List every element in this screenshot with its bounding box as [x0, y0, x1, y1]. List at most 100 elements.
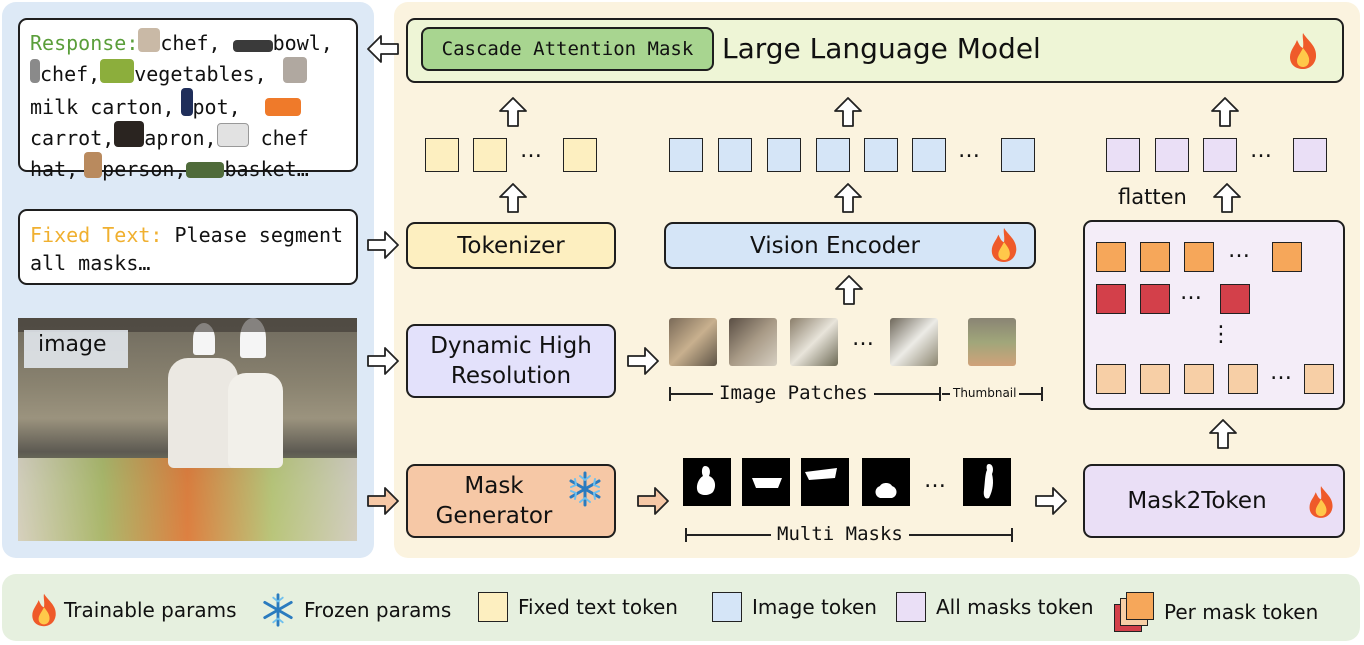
per-mask-token: [1096, 284, 1126, 314]
person-icon: [84, 152, 103, 178]
fire-icon: [1306, 484, 1336, 524]
per-mask-token: [1220, 284, 1250, 314]
arrow-up-icon: [499, 97, 527, 127]
fire-icon: [32, 593, 56, 627]
all-masks-token: [1203, 138, 1237, 172]
response-item: chef: [260, 126, 309, 150]
legend-all-masks-token-label: All masks token: [936, 595, 1094, 619]
dynamic-hr-line2: Resolution: [450, 363, 572, 389]
flatten-label: flatten: [1118, 185, 1187, 209]
legend-per-mask-token-label: Per mask token: [1164, 600, 1319, 624]
fixed-text-token: [563, 138, 597, 172]
image-token: [767, 138, 801, 172]
legend-image-token-label: Image token: [752, 595, 877, 619]
per-mask-token: [1140, 284, 1170, 314]
llm-title: Large Language Model: [722, 32, 1041, 65]
arrow-right-icon: [367, 231, 399, 259]
arrow-right-icon: [637, 487, 669, 515]
multi-masks-bracket-tick: [685, 528, 687, 542]
per-mask-token: [1096, 242, 1126, 272]
legend-trainable-label: Trainable params: [64, 598, 237, 622]
image-patch: [729, 318, 777, 366]
legend-all-masks-token: All masks token: [896, 592, 1094, 622]
vision-encoder-label: Vision Encoder: [750, 232, 920, 259]
fixed-text-line2: all masks…: [30, 251, 151, 275]
arrow-up-icon: [834, 183, 862, 213]
chef-icon: [30, 59, 40, 83]
mask-thumbnail: [683, 458, 731, 506]
stacked-token-icon: [1114, 592, 1158, 632]
arrow-right-icon: [627, 347, 659, 375]
dynamic-high-resolution-box: Dynamic High Resolution: [406, 324, 616, 398]
response-item: hat,: [30, 157, 79, 181]
image-patch: [890, 318, 938, 366]
legend-image-token: Image token: [712, 592, 877, 622]
multi-masks-bracket-tick: [1011, 528, 1013, 542]
all-masks-token: [1155, 138, 1189, 172]
bowl-icon: [232, 40, 273, 52]
response-item: vegetables,: [134, 62, 267, 86]
mask-thumbnail: [862, 458, 910, 506]
response-item: chef,: [40, 62, 101, 86]
input-image: image: [18, 318, 357, 541]
image-patches-label: Image Patches: [713, 382, 874, 404]
snowflake-icon: [263, 593, 293, 627]
fixed-text-label: Fixed Text:: [30, 223, 163, 247]
response-box: Response:chef, bowl, chef,vegetables, mi…: [18, 18, 358, 181]
fixed-text-token: [473, 138, 507, 172]
arrow-up-icon: [1213, 183, 1241, 213]
image-token: [669, 138, 703, 172]
basket-icon: [186, 162, 225, 178]
carrot-icon: [264, 98, 301, 116]
response-item: bowl,: [272, 31, 333, 55]
image-patches-bracket-tick: [669, 387, 671, 401]
dynamic-hr-line1: Dynamic High: [430, 333, 592, 359]
chef-icon: [138, 28, 161, 52]
multi-masks-label: Multi Masks: [771, 523, 909, 545]
response-item: person,: [102, 157, 187, 181]
image-token: [912, 138, 946, 172]
per-mask-token: [1140, 242, 1170, 272]
image-token: [864, 138, 898, 172]
mask-generator-line1: Mask: [464, 473, 524, 499]
ellipsis: …: [924, 468, 946, 493]
legend-swatch: [896, 592, 926, 622]
ellipsis: …: [1180, 280, 1202, 305]
legend-frozen-label: Frozen params: [304, 598, 452, 622]
legend-swatch: [712, 592, 742, 622]
tokenizer-label: Tokenizer: [457, 232, 565, 259]
apron-icon: [114, 121, 145, 147]
mask-thumbnail: [742, 458, 790, 506]
arrow-right-icon: [1035, 487, 1067, 515]
image-token: [1001, 138, 1035, 172]
arrow-right-icon: [367, 347, 399, 375]
cascade-attention-mask-label: Cascade Attention Mask: [441, 38, 694, 60]
legend-per-mask-token: Per mask token: [1114, 592, 1318, 632]
mask2token-label: Mask2Token: [1127, 488, 1267, 514]
response-item: carrot,: [30, 126, 115, 150]
ellipsis: …: [852, 326, 874, 351]
chef-hat-icon: [216, 123, 249, 147]
image-patches-bracket-tick: [939, 387, 941, 401]
thumbnail-patch: [968, 318, 1016, 366]
arrow-right-icon: [367, 487, 399, 515]
thumbnail-label: Thumbnail: [950, 386, 1020, 400]
vision-encoder-box: Vision Encoder: [664, 222, 1036, 269]
snowflake-icon: [566, 470, 604, 512]
image-label: image: [38, 332, 107, 357]
all-masks-token: [1106, 138, 1140, 172]
response-item: basket…: [224, 157, 309, 181]
cascade-attention-mask: Cascade Attention Mask: [421, 27, 714, 71]
per-mask-token: [1272, 242, 1302, 272]
fixed-text-line1: Please segment: [174, 223, 344, 247]
arrow-up-icon: [834, 97, 862, 127]
per-mask-token: [1184, 242, 1214, 272]
vertical-ellipsis: ⋮: [1210, 322, 1232, 347]
image-token: [718, 138, 752, 172]
ellipsis: …: [1270, 360, 1292, 385]
response-item: chef,: [160, 31, 221, 55]
response-label: Response:: [30, 31, 139, 55]
legend-fixed-text-token: Fixed text token: [478, 592, 678, 622]
ellipsis: …: [1250, 138, 1272, 163]
fixed-text-token: [425, 138, 459, 172]
